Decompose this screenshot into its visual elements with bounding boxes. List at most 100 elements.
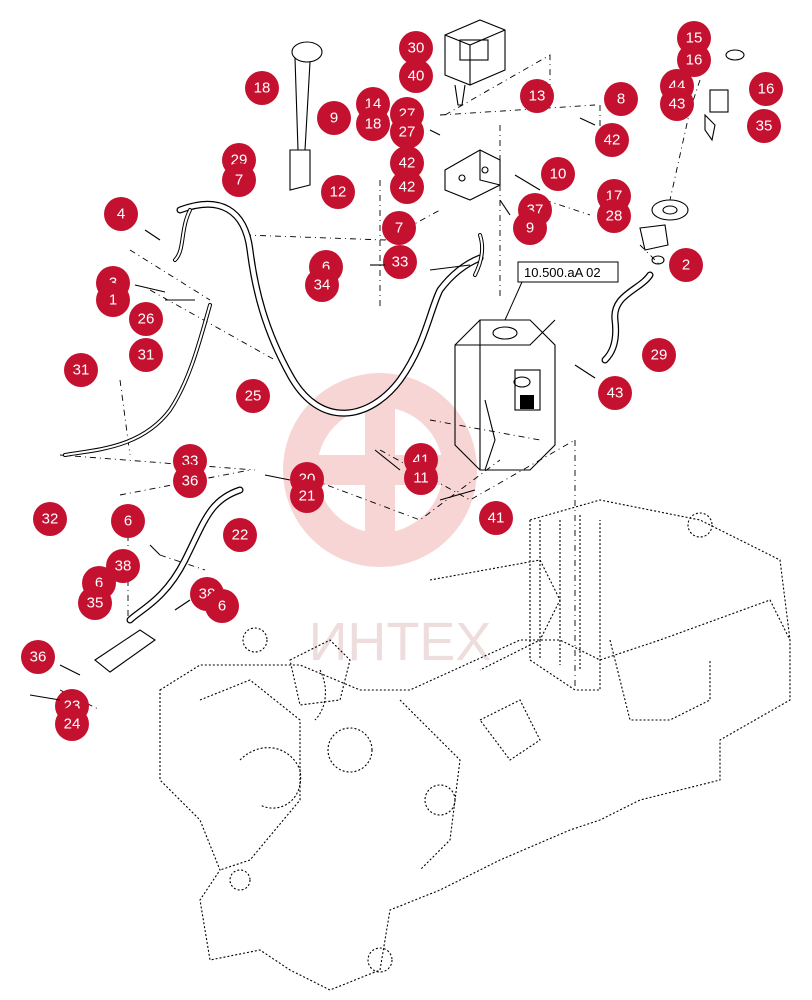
svg-text:42: 42 — [604, 132, 621, 149]
svg-text:43: 43 — [607, 385, 624, 402]
svg-text:38: 38 — [115, 558, 132, 575]
svg-text:27: 27 — [399, 124, 416, 141]
callout-34: 34 — [305, 268, 339, 302]
svg-text:28: 28 — [606, 208, 623, 225]
callout-9b: 9 — [513, 211, 547, 245]
drain-hose — [126, 486, 244, 624]
svg-text:41: 41 — [488, 510, 505, 527]
callouts: 18 30 40 13 8 15 16 16 44 43 35 9 14 18 … — [21, 21, 783, 741]
callout-29b: 29 — [642, 338, 676, 372]
callout-16a: 16 — [677, 43, 711, 77]
svg-text:36: 36 — [30, 649, 47, 666]
ground-cable — [63, 303, 212, 457]
svg-text:13: 13 — [529, 88, 546, 105]
svg-text:7: 7 — [395, 220, 403, 237]
callout-35b: 35 — [78, 586, 112, 620]
callout-9a: 9 — [317, 101, 351, 135]
svg-text:36: 36 — [182, 473, 199, 490]
callout-36b: 36 — [21, 640, 55, 674]
callout-8: 8 — [604, 82, 638, 116]
svg-text:6: 6 — [124, 513, 132, 530]
svg-text:16: 16 — [686, 52, 703, 69]
svg-text:15: 15 — [686, 30, 703, 47]
svg-text:31: 31 — [138, 347, 155, 364]
callout-40: 40 — [399, 59, 433, 93]
callout-11: 11 — [404, 461, 438, 495]
svg-text:32: 32 — [42, 511, 59, 528]
svg-text:26: 26 — [138, 311, 155, 328]
callout-42a: 42 — [390, 146, 424, 180]
callout-43a: 43 — [660, 87, 694, 121]
svg-text:10: 10 — [550, 166, 567, 183]
clamp-tube — [94, 629, 156, 673]
svg-text:31: 31 — [73, 362, 90, 379]
callout-42c: 42 — [595, 123, 629, 157]
callout-31a: 31 — [129, 338, 163, 372]
callout-32: 32 — [33, 502, 67, 536]
callout-2: 2 — [669, 248, 703, 282]
svg-text:8: 8 — [617, 91, 625, 108]
callout-36a: 36 — [173, 464, 207, 498]
svg-text:42: 42 — [399, 155, 416, 172]
svg-text:21: 21 — [299, 488, 316, 505]
svg-text:34: 34 — [314, 277, 331, 294]
callout-22: 22 — [223, 518, 257, 552]
callout-25: 25 — [236, 379, 270, 413]
svg-text:9: 9 — [330, 110, 338, 127]
fasteners — [29, 117, 596, 701]
callout-6b: 6 — [111, 504, 145, 538]
svg-text:35: 35 — [87, 595, 104, 612]
svg-text:1: 1 — [109, 292, 117, 309]
reference-label-box: 10.500.aA 02 — [504, 261, 619, 321]
callout-33a: 33 — [383, 245, 417, 279]
svg-text:16: 16 — [758, 81, 775, 98]
callout-31b: 31 — [64, 353, 98, 387]
callout-43b: 43 — [598, 376, 632, 410]
mirror-post — [289, 41, 323, 191]
callout-18: 18 — [245, 71, 279, 105]
callout-27b: 27 — [390, 115, 424, 149]
callout-10: 10 — [541, 157, 575, 191]
callout-4: 4 — [104, 197, 138, 231]
svg-text:6: 6 — [322, 259, 330, 276]
callout-26: 26 — [129, 302, 163, 336]
svg-text:33: 33 — [392, 254, 409, 271]
svg-text:18: 18 — [365, 116, 382, 133]
svg-text:40: 40 — [408, 68, 425, 85]
svg-text:35: 35 — [756, 118, 773, 135]
watermark: ИНТЕХ — [283, 373, 492, 672]
svg-text:22: 22 — [232, 527, 249, 544]
svg-text:11: 11 — [413, 470, 429, 487]
mounting-bracket — [444, 149, 501, 201]
svg-text:25: 25 — [245, 388, 262, 405]
callout-12: 12 — [321, 175, 355, 209]
reference-label: 10.500.aA 02 — [524, 265, 601, 280]
radiator-hose — [601, 271, 654, 364]
svg-text:12: 12 — [330, 184, 347, 201]
callout-24: 24 — [55, 707, 89, 741]
callout-7a: 7 — [222, 163, 256, 197]
callout-6d: 6 — [205, 589, 239, 623]
callout-18b: 18 — [356, 107, 390, 141]
svg-text:7: 7 — [235, 172, 243, 189]
callout-41b: 41 — [479, 501, 513, 535]
svg-text:6: 6 — [95, 575, 103, 592]
svg-text:9: 9 — [526, 220, 534, 237]
svg-text:43: 43 — [669, 96, 686, 113]
svg-text:42: 42 — [399, 179, 416, 196]
svg-text:2: 2 — [682, 257, 690, 274]
coolant-reservoir — [454, 319, 556, 471]
watermark-text: ИНТЕХ — [309, 612, 492, 672]
svg-text:29: 29 — [651, 347, 668, 364]
callout-21: 21 — [290, 479, 324, 513]
callout-16b: 16 — [749, 72, 783, 106]
svg-text:30: 30 — [408, 40, 425, 57]
callout-35a: 35 — [747, 109, 781, 143]
machine-frame — [159, 499, 791, 991]
svg-text:24: 24 — [64, 716, 81, 733]
callout-28: 28 — [597, 199, 631, 233]
electronic-control-box — [444, 19, 506, 106]
svg-text:6: 6 — [218, 598, 226, 615]
callout-42b: 42 — [390, 170, 424, 204]
